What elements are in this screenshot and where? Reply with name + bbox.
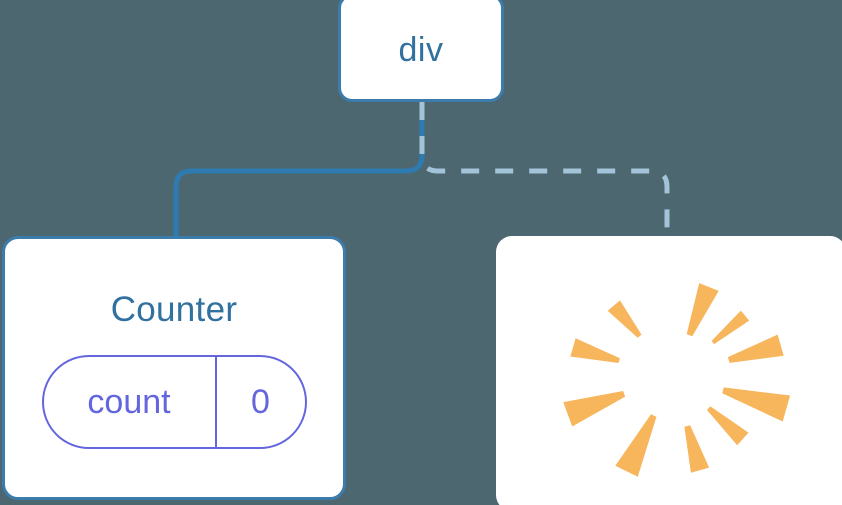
sparkle-ray-7 xyxy=(615,414,657,477)
sparkle-ray-1 xyxy=(686,283,719,337)
state-pill[interactable]: count 0 xyxy=(41,355,307,449)
node-div-label: div xyxy=(398,30,444,69)
edge-div-to-counter xyxy=(173,102,425,238)
node-sparkle[interactable] xyxy=(496,236,842,505)
sparkle-ray-6 xyxy=(684,425,710,473)
sparkle-ray-3 xyxy=(727,334,784,363)
edge-div-to-sparkle xyxy=(419,102,670,238)
sparkle-ray-5 xyxy=(707,406,749,446)
sparkle-ray-9 xyxy=(570,338,620,363)
node-counter-title: Counter xyxy=(110,290,238,329)
sparkle-burst-icon xyxy=(563,283,791,477)
sparkle-ray-4 xyxy=(722,387,791,422)
sparkle-ray-2 xyxy=(711,310,750,345)
node-div[interactable]: div xyxy=(338,0,504,102)
sparkle-ray-10 xyxy=(607,300,642,338)
state-key: count xyxy=(44,357,217,447)
state-value: 0 xyxy=(251,382,270,421)
sparkle-ray-8 xyxy=(563,391,626,427)
node-counter[interactable]: Counter count 0 xyxy=(2,236,346,500)
